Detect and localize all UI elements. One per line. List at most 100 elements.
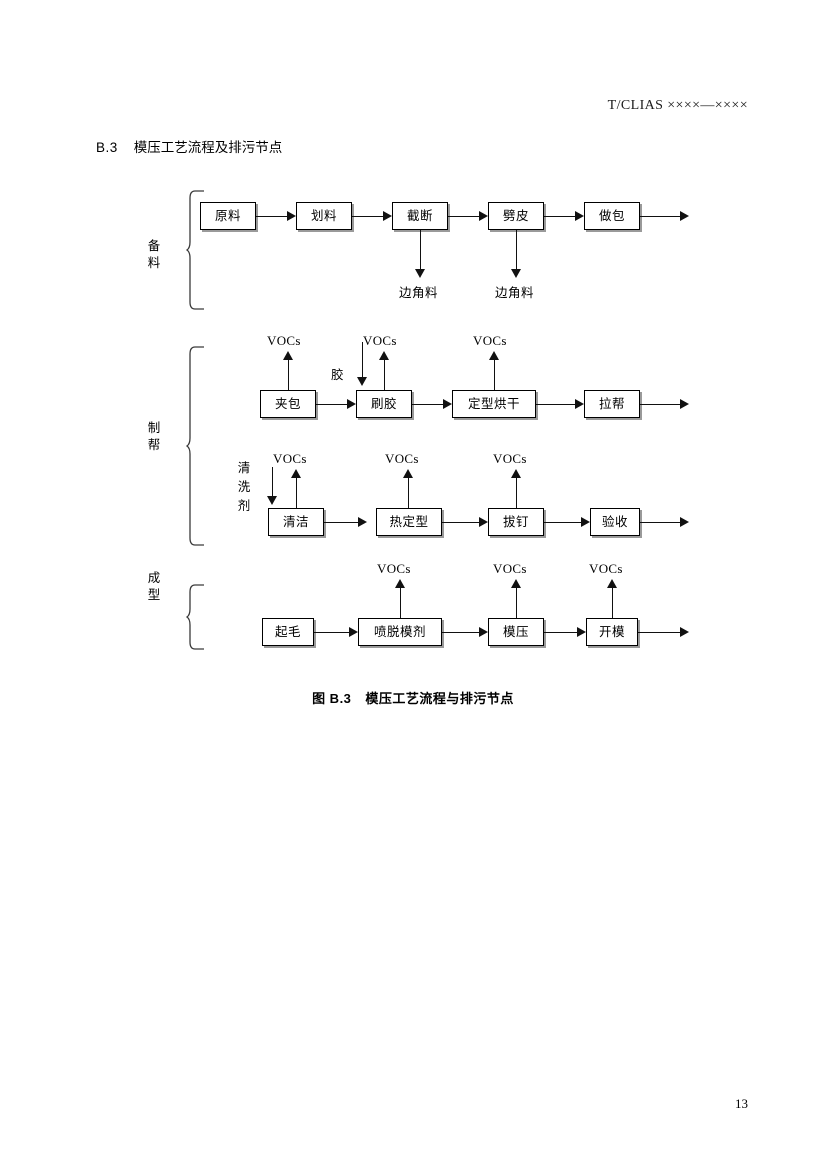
node-moya[interactable]: 模压 [488,618,544,646]
node-huaaliao-label: 划料 [310,208,337,223]
node-labang[interactable]: 拉帮 [584,390,640,418]
node-yanshou[interactable]: 验收 [590,508,640,536]
arrowhead-r2-out [680,399,689,409]
connector-voc-r2-1 [288,360,289,390]
arrowhead-r1-out [680,211,689,221]
node-qimao[interactable]: 起毛 [262,618,314,646]
arrowhead-voc-r4-1 [395,579,405,588]
clause-number: B.3 [96,140,118,155]
clause-heading: B.3 模压工艺流程及排污节点 [96,136,282,156]
connector-r2-1 [316,404,347,405]
node-pentuomoji-label: 喷脱模剂 [373,624,426,639]
group-label-zhibang: 制帮 [146,420,162,454]
connector-voc-r2-3 [494,360,495,390]
node-pentuomoji[interactable]: 喷脱模剂 [358,618,442,646]
arrowhead-r1-2 [383,211,392,221]
label-voc-r2-3: VOCs [473,333,507,349]
arrowhead-waste-2 [511,269,521,278]
label-cleaner-c3: 剂 [237,499,251,513]
node-zuobao[interactable]: 做包 [584,202,640,230]
label-waste-1: 边角料 [399,282,438,301]
connector-voc-r3-3 [516,478,517,508]
connector-r4-2 [442,632,479,633]
node-dingxinghonggan-label: 定型烘干 [467,396,520,411]
node-redingxing-label: 热定型 [389,514,429,529]
node-jiabao-label: 夹包 [274,396,301,411]
group-label-beiliao: 备料 [146,238,162,272]
label-voc-r3-3-text: VOCs [493,451,527,466]
node-redingxing[interactable]: 热定型 [376,508,442,536]
figure-caption: 图 B.3 模压工艺流程与排污节点 [0,688,826,707]
label-waste-2: 边角料 [495,282,534,301]
arrowhead-glue-in [357,377,367,386]
arrowhead-voc-r4-3 [607,579,617,588]
connector-r1-4 [544,216,575,217]
arrowhead-voc-r4-2 [511,579,521,588]
node-jieduan-label: 截断 [406,208,433,223]
connector-voc-r4-1 [400,588,401,618]
node-qingjie[interactable]: 清洁 [268,508,324,536]
node-pipi[interactable]: 劈皮 [488,202,544,230]
connector-cleaner-in [272,467,273,498]
arrowhead-r3-2 [479,517,488,527]
arrowhead-r3-1 [358,517,367,527]
connector-voc-r3-2 [408,478,409,508]
group-label-beiliao-text: 备料 [147,239,161,270]
label-waste-2-text: 边角料 [495,286,535,300]
node-shuajiao[interactable]: 刷胶 [356,390,412,418]
label-waste-1-text: 边角料 [399,286,439,300]
connector-r2-out [640,404,680,405]
figure-caption-title: 模压工艺流程与排污节点 [365,691,514,706]
node-dingxinghonggan[interactable]: 定型烘干 [452,390,536,418]
brace-beiliao [186,190,204,310]
clause-title: 模压工艺流程及排污节点 [133,140,283,155]
label-voc-r2-3-text: VOCs [473,333,507,348]
page-number: 13 [735,1096,748,1111]
node-jiabao[interactable]: 夹包 [260,390,316,418]
label-glue: 胶 [331,364,344,383]
brace-zhibang [186,346,204,546]
node-yuanliao[interactable]: 原料 [200,202,256,230]
connector-r4-3 [544,632,577,633]
label-voc-r4-1-text: VOCs [377,561,411,576]
connector-glue-in [362,342,363,379]
node-zuobao-label: 做包 [598,208,625,223]
connector-r1-3 [448,216,479,217]
arrowhead-voc-r3-1 [291,469,301,478]
node-huaaliao[interactable]: 划料 [296,202,352,230]
node-moya-label: 模压 [502,624,529,639]
connector-r1-1 [256,216,287,217]
arrowhead-r4-3 [577,627,586,637]
node-badin[interactable]: 拔钉 [488,508,544,536]
group-label-zhibang-text: 制帮 [147,421,161,452]
label-voc-r4-2: VOCs [493,561,527,577]
figure-caption-label: 图 B.3 [312,691,352,706]
connector-r2-2 [412,404,443,405]
arrowhead-r4-1 [349,627,358,637]
connector-r4-1 [314,632,349,633]
arrowhead-cleaner-in [267,496,277,505]
arrowhead-r3-3 [581,517,590,527]
label-voc-r4-2-text: VOCs [493,561,527,576]
connector-waste-2 [516,230,517,271]
label-voc-r3-3: VOCs [493,451,527,467]
connector-r3-1 [324,522,358,523]
node-kaimo[interactable]: 开模 [586,618,638,646]
label-voc-r2-1: VOCs [267,333,301,349]
process-flow-figure: 备料 制帮 成型 原料 划料 截断 劈皮 做包 [0,170,826,690]
label-cleaner-c1: 清 [237,461,251,475]
connector-voc-r4-3 [612,588,613,618]
group-label-chengxing: 成型 [146,570,162,604]
arrowhead-r2-1 [347,399,356,409]
connector-voc-r3-1 [296,478,297,508]
node-yuanliao-label: 原料 [214,208,241,223]
brace-chengxing [186,584,204,650]
arrowhead-r3-out [680,517,689,527]
node-yanshou-label: 验收 [601,514,628,529]
connector-r3-3 [544,522,581,523]
label-voc-r3-2: VOCs [385,451,419,467]
node-badin-label: 拔钉 [502,514,529,529]
connector-r3-2 [442,522,479,523]
node-jieduan[interactable]: 截断 [392,202,448,230]
